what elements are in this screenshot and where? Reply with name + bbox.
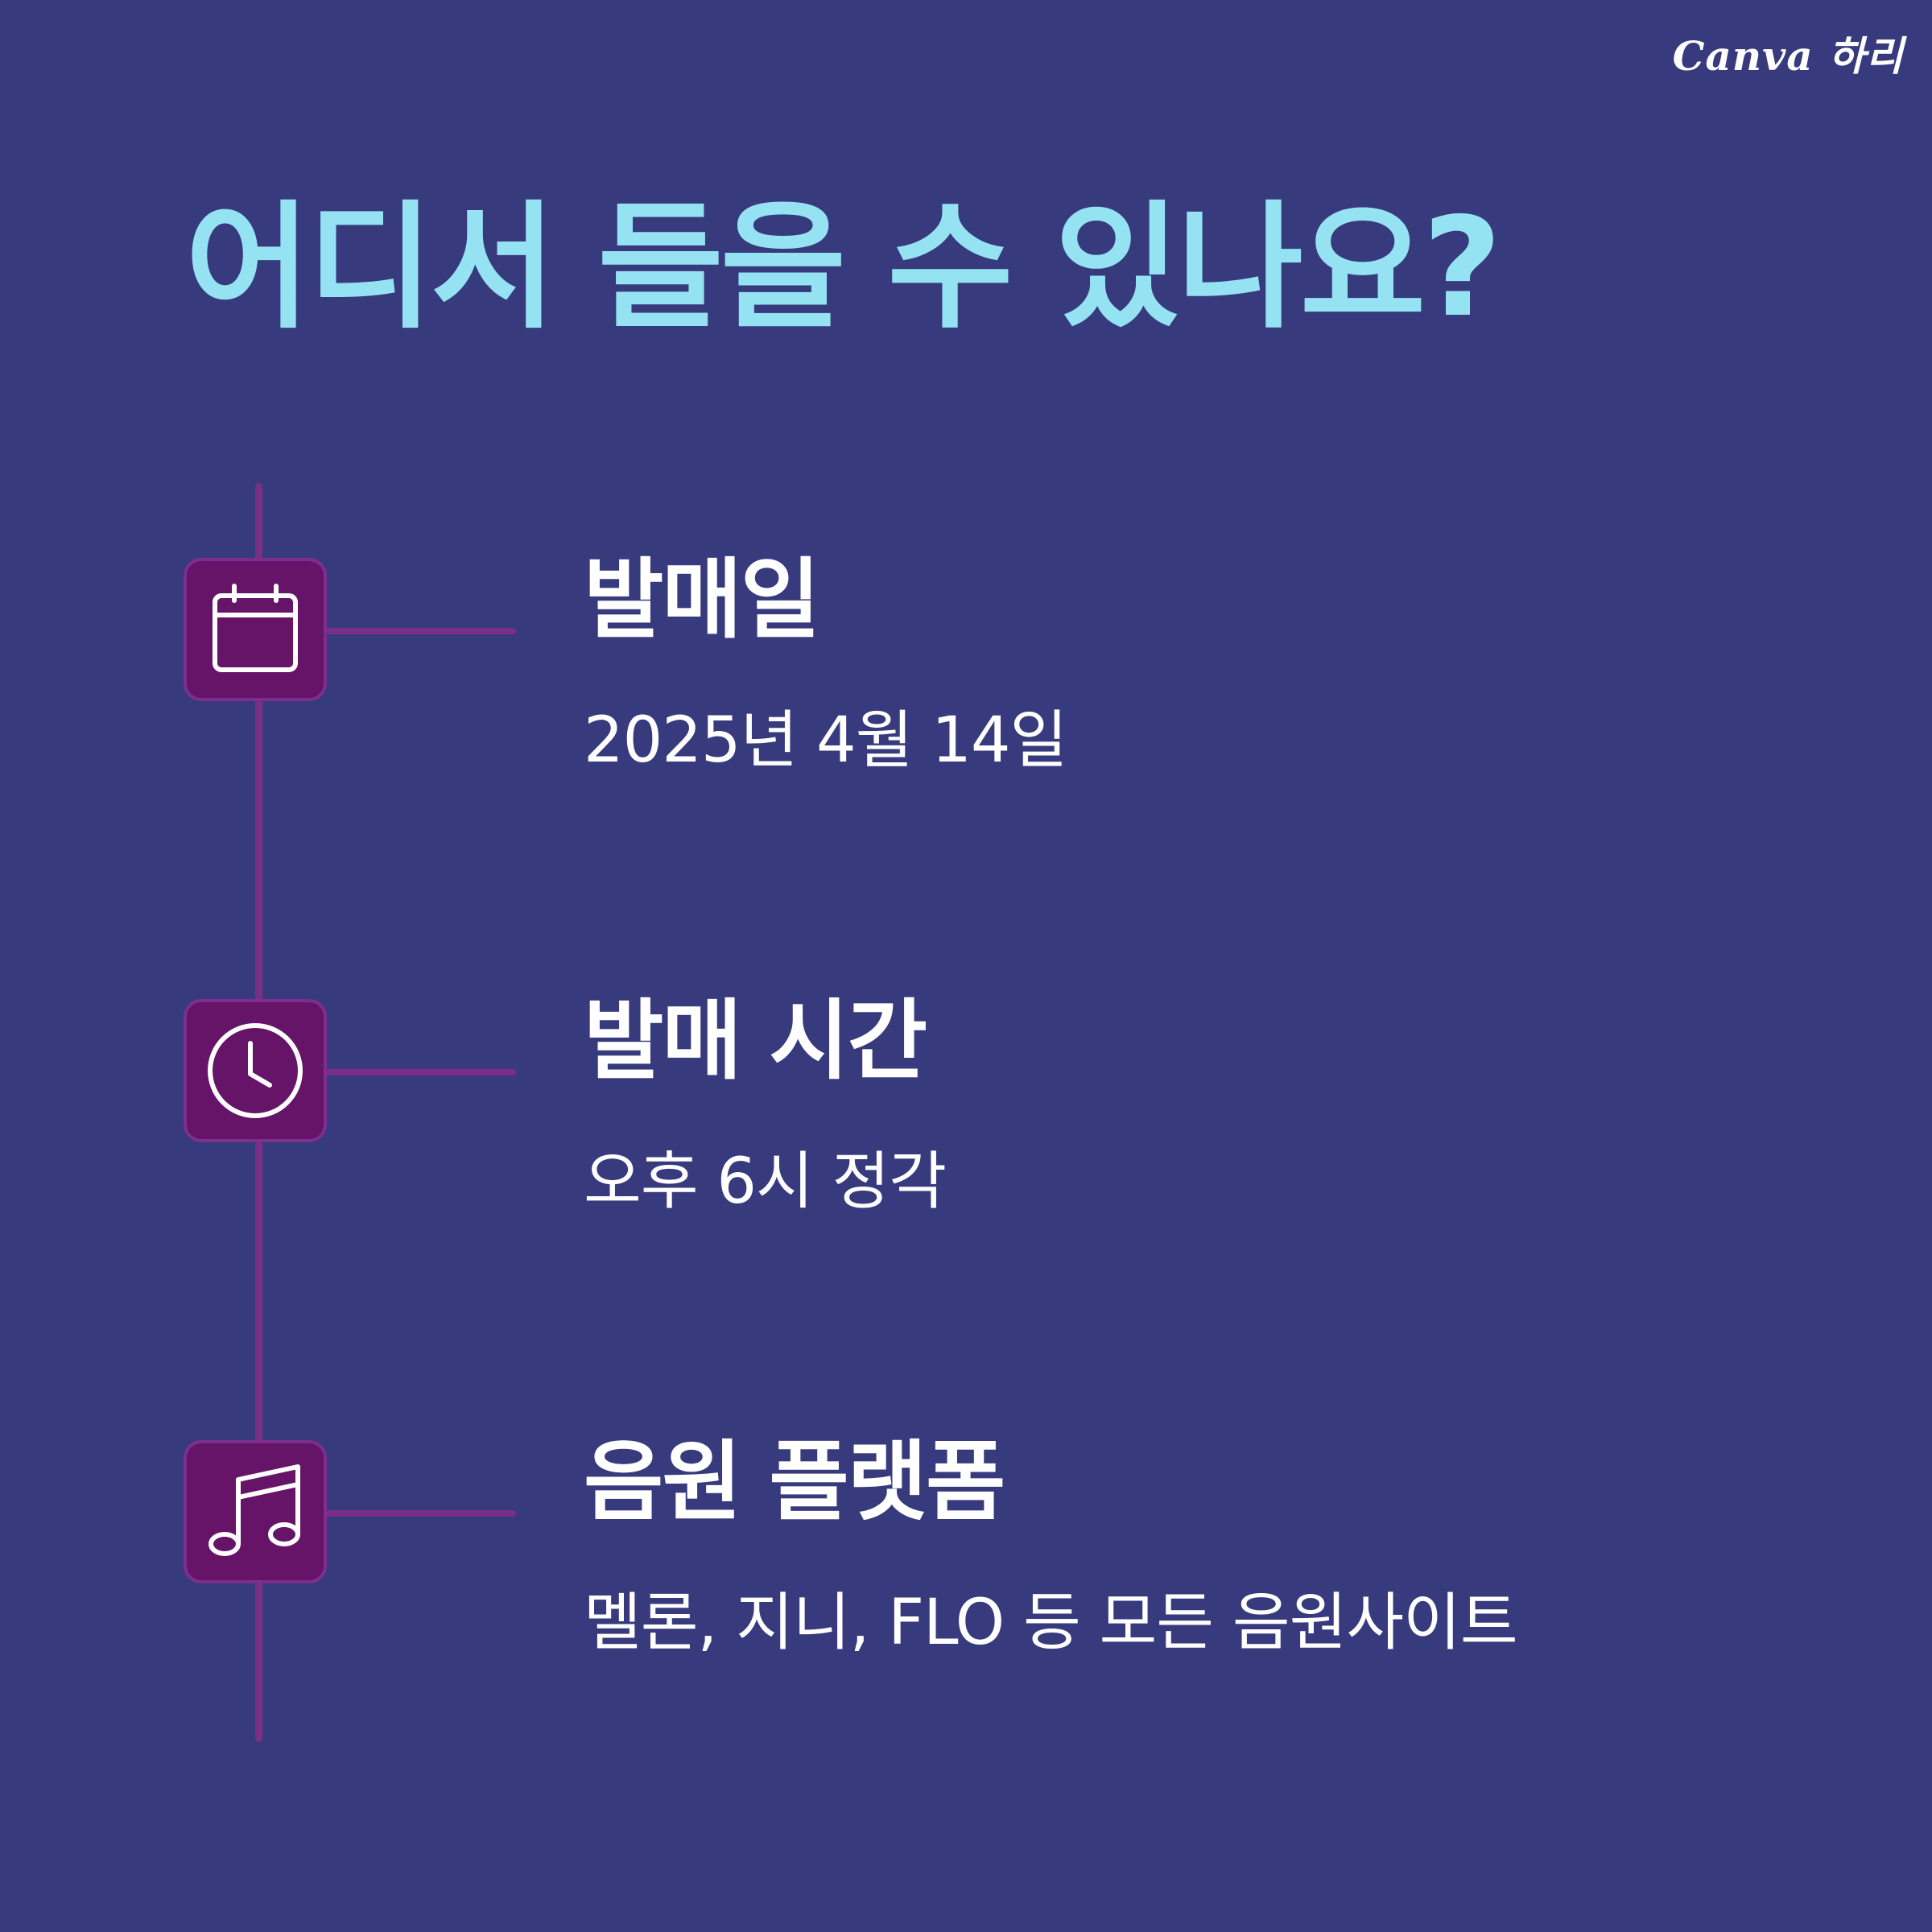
timeline-connector — [326, 1510, 516, 1517]
page-title: 어디서 들을 수 있나요? — [185, 188, 1502, 348]
platform-title: 음원 플랫폼 — [584, 1432, 1005, 1533]
clock-icon — [208, 1023, 303, 1118]
timeline-connector — [326, 1069, 516, 1075]
timeline-item-icon-box — [184, 558, 327, 701]
calendar-icon — [213, 584, 298, 672]
release-date-value: 2025년 4월 14일 — [584, 704, 1067, 777]
timeline-item-icon-box — [184, 1440, 327, 1583]
release-time-value: 오후 6시 정각 — [584, 1146, 947, 1218]
timeline-connector — [326, 628, 516, 634]
music-note-icon — [208, 1464, 300, 1556]
platform-value: 멜론, 지니, FLO 등 모든 음원사이트 — [584, 1587, 1518, 1659]
timeline-item-icon-box — [184, 999, 327, 1142]
release-time-title: 발매 시간 — [584, 991, 927, 1092]
canva-logo: Canva 하리 — [1672, 32, 1904, 80]
release-date-title: 발매일 — [584, 550, 820, 650]
